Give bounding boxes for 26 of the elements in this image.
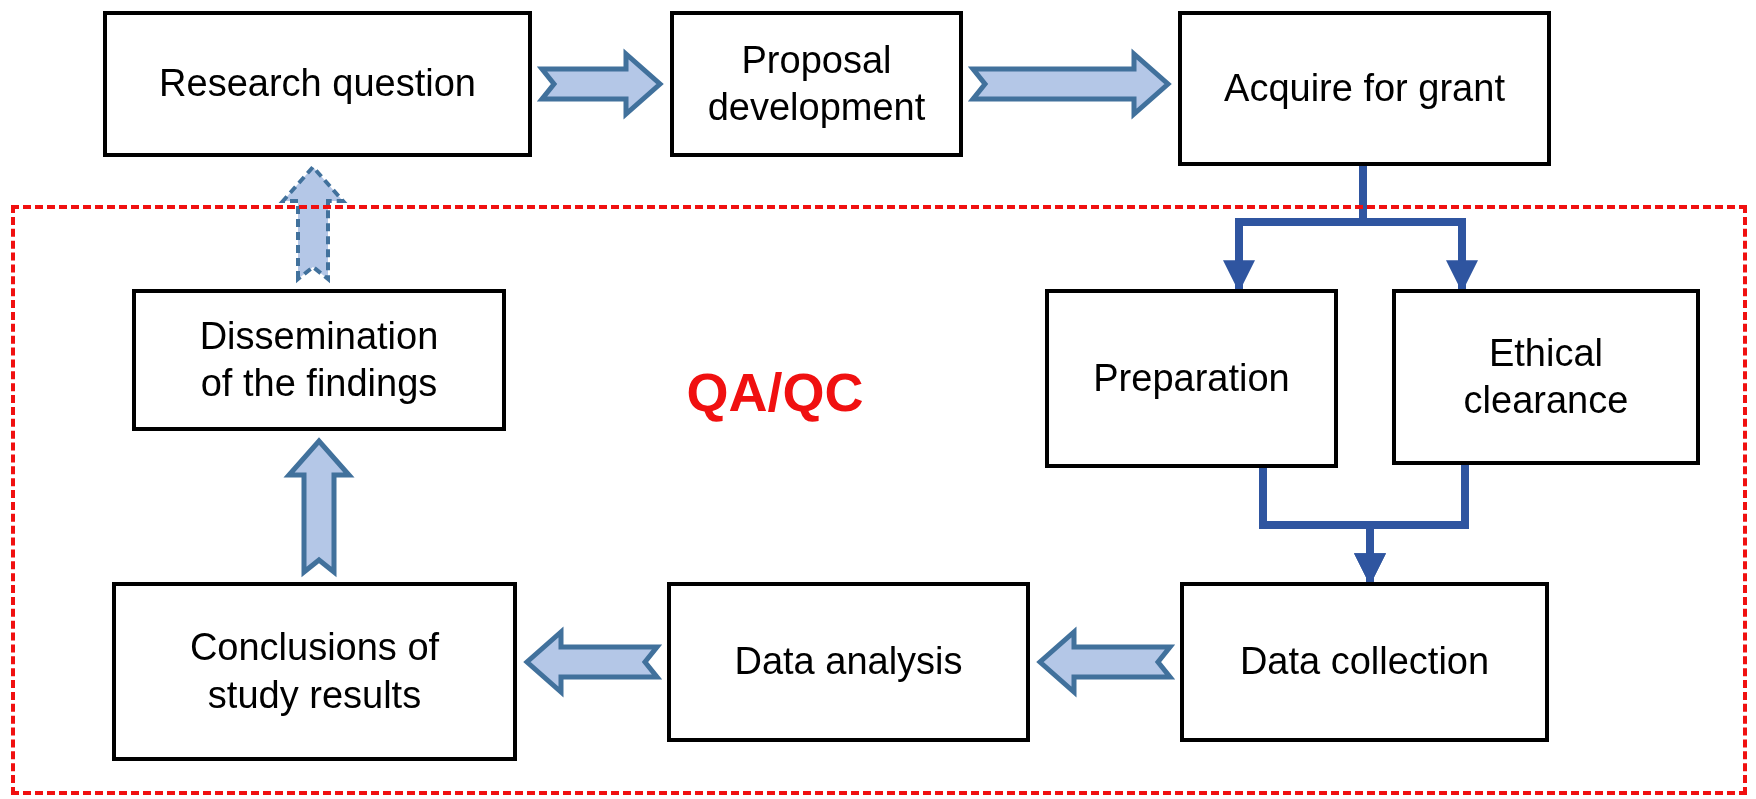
box-label: Research question: [158, 61, 477, 107]
block-arrow: [967, 48, 1172, 120]
process-box: [670, 11, 963, 157]
process-box: [1392, 289, 1700, 465]
region-title: QA/QC: [686, 361, 864, 423]
block-arrow: [283, 437, 355, 578]
process-box: [667, 582, 1030, 742]
box-label: Data analysis: [733, 639, 964, 685]
process-box: [132, 289, 506, 431]
block-arrow: [1036, 626, 1176, 698]
block-arrow: [278, 163, 348, 284]
box-label: Acquire for grant: [1223, 65, 1506, 111]
block-arrow: [523, 626, 663, 698]
block-arrow: [536, 48, 664, 120]
qa-region-frame: [11, 205, 1747, 795]
process-box: [1045, 289, 1338, 468]
box-label: Conclusions of study results: [188, 625, 441, 718]
process-box: [103, 11, 532, 157]
process-box: [1180, 582, 1549, 742]
box-label: Preparation: [1092, 355, 1291, 401]
box-label: Data collection: [1238, 639, 1491, 685]
box-label: Proposal development: [706, 37, 927, 130]
box-label: Dissemination of the findings: [198, 313, 440, 406]
process-box: [112, 582, 517, 761]
process-box: [1178, 11, 1551, 166]
box-label: Ethical clearance: [1462, 330, 1630, 423]
